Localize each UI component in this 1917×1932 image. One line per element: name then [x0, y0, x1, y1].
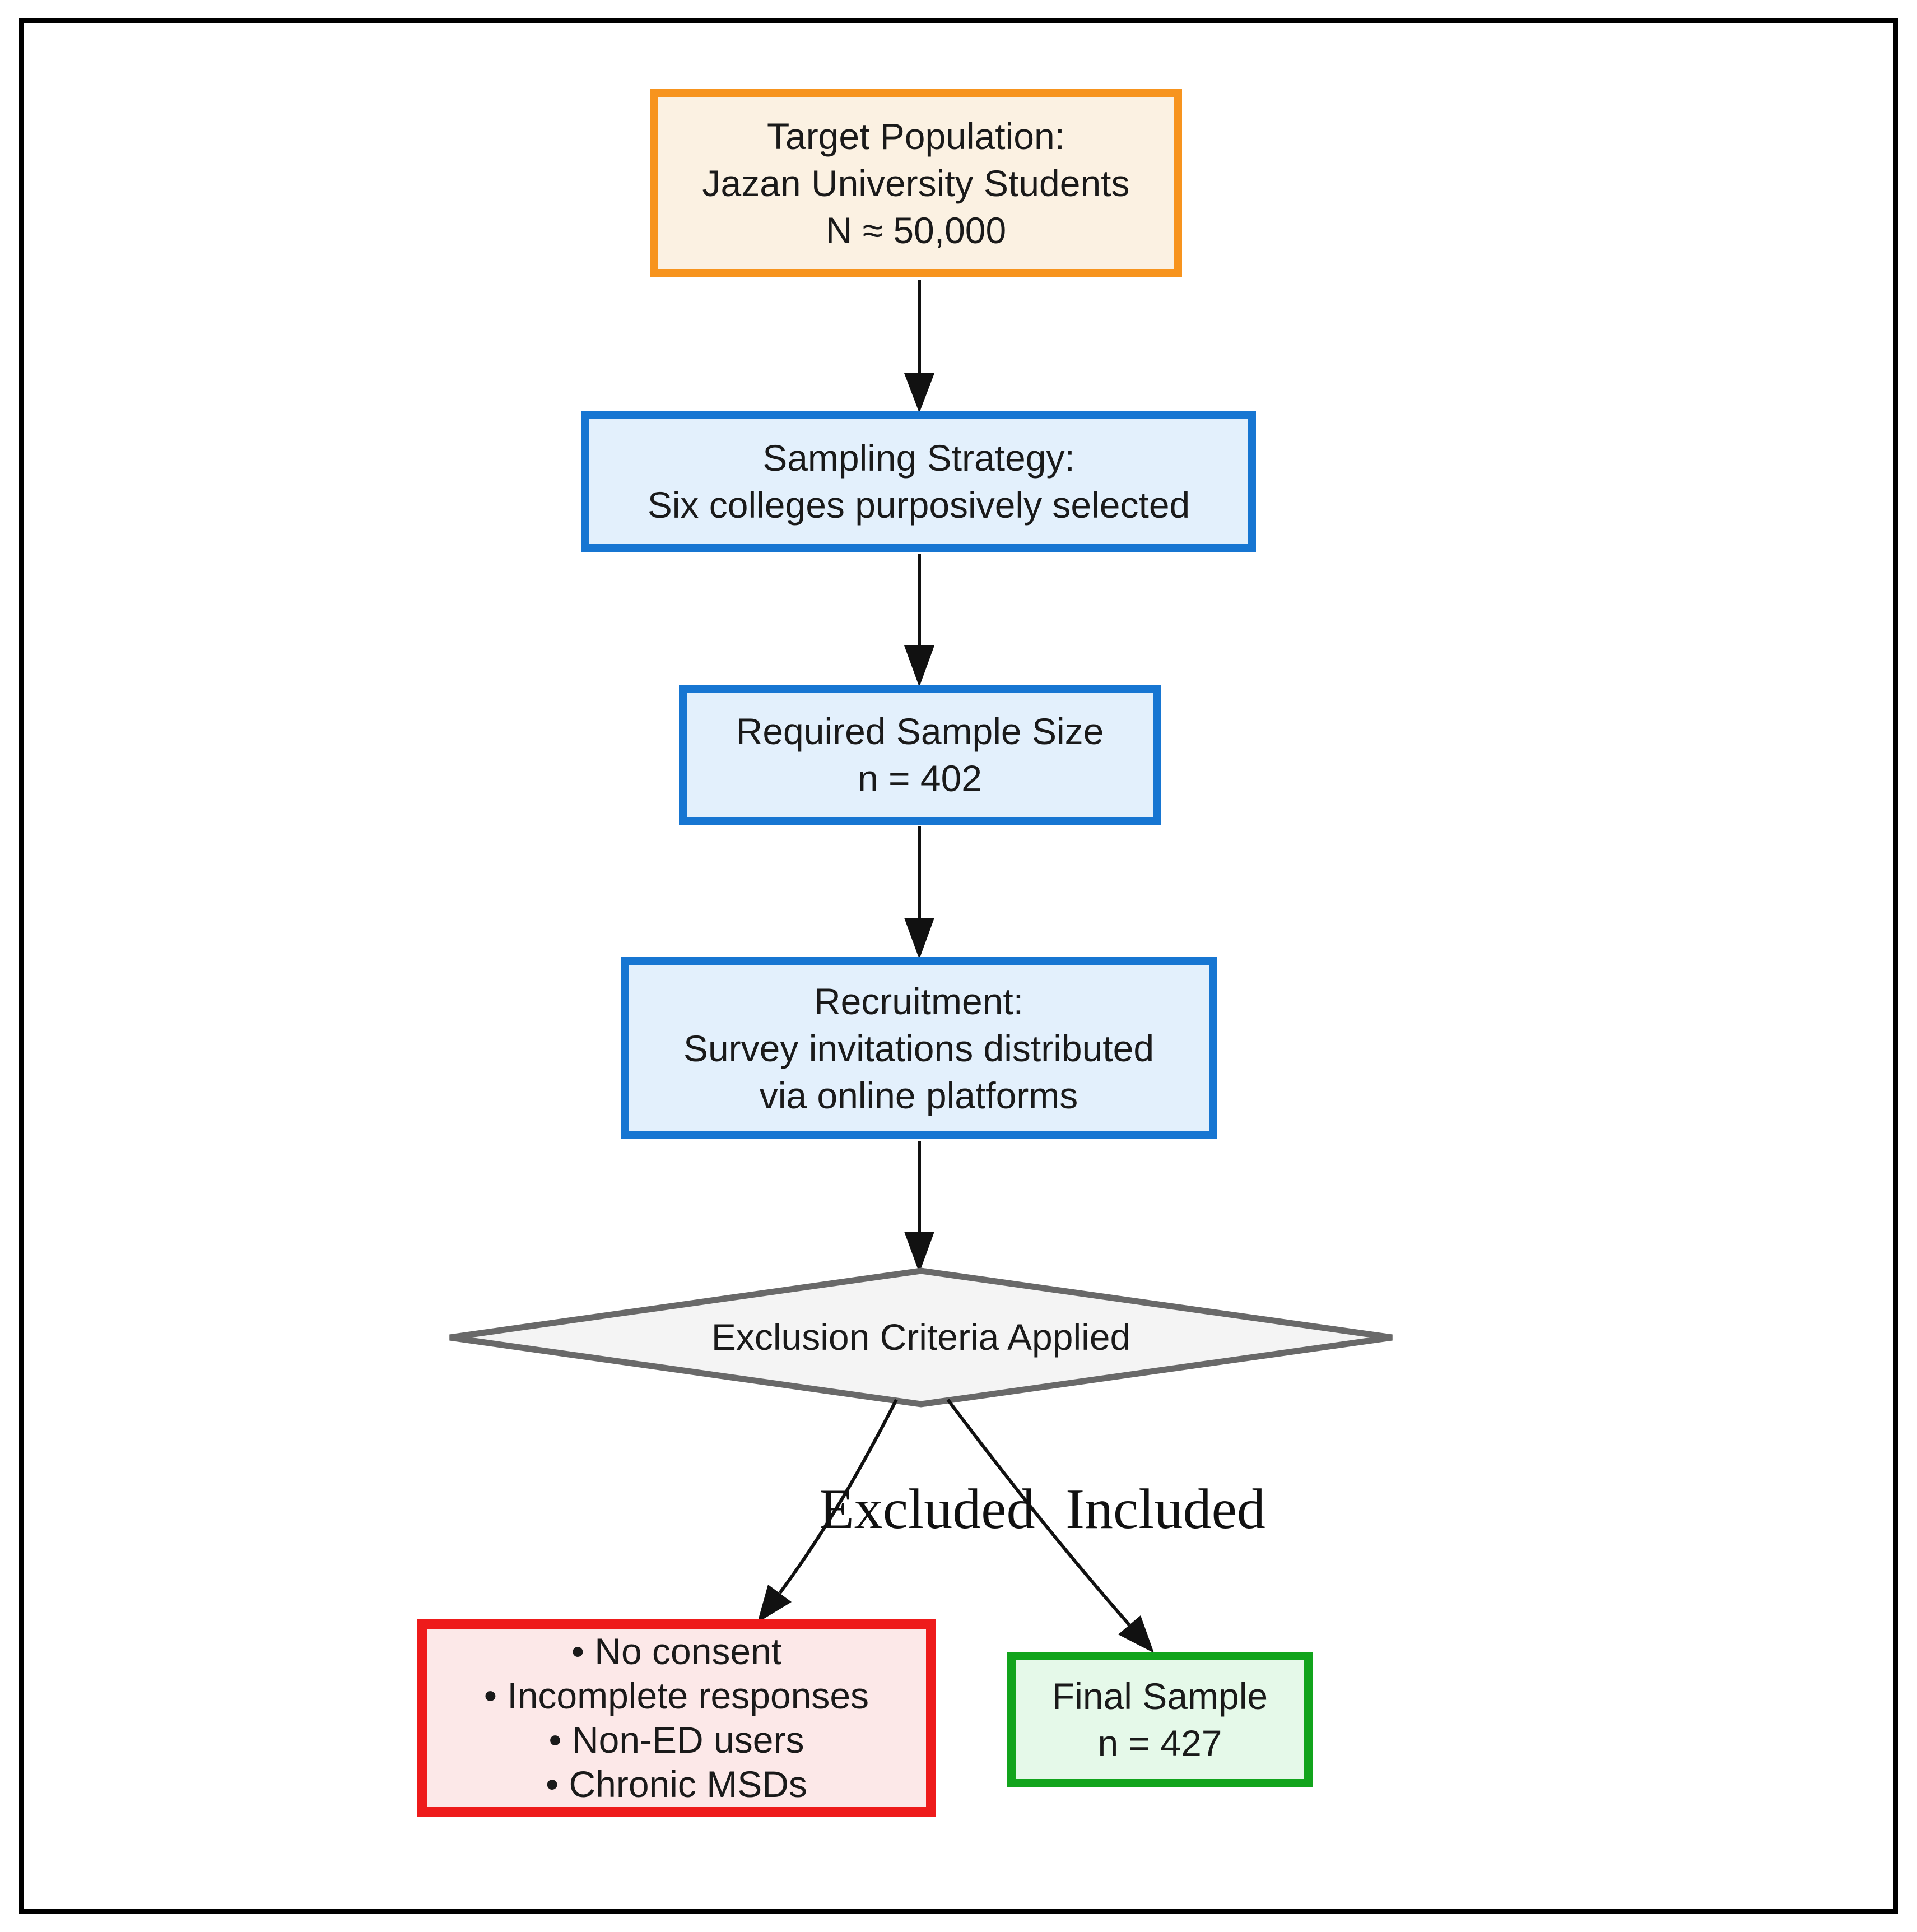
arrowhead-icon [904, 373, 934, 413]
node-line: Recruitment: [813, 980, 1024, 1022]
edge-label-included: Included [1065, 1478, 1265, 1541]
excluded-reason-item: • Chronic MSDs [546, 1763, 807, 1805]
arrow-target-to-sampling [904, 280, 934, 413]
excluded-reason-item: • No consent [571, 1631, 782, 1672]
exclusion-decision-label: Exclusion Criteria Applied [711, 1316, 1131, 1358]
node-line: N ≈ 50,000 [825, 209, 1007, 251]
arrowhead-icon [1118, 1615, 1154, 1653]
arrow-sampling-to-required [904, 554, 934, 687]
excluded-reason-item: • Non-ED users [548, 1719, 804, 1761]
node-line: n = 402 [857, 758, 983, 799]
arrowhead-icon [904, 918, 934, 959]
node-required-sample-size: Required Sample Size n = 402 [679, 685, 1161, 825]
arrow-decision-to-excluded [757, 1399, 898, 1623]
edge-label-excluded: Excluded [819, 1478, 1035, 1541]
arrow-decision-to-included [946, 1399, 1154, 1653]
node-sampling-strategy: Sampling Strategy: Six colleges purposiv… [581, 411, 1256, 552]
arrowhead-icon [757, 1585, 792, 1623]
node-line: Six colleges purposively selected [647, 484, 1190, 526]
node-final-sample: Final Sample n = 427 [1007, 1652, 1313, 1787]
node-recruitment: Recruitment: Survey invitations distribu… [621, 957, 1217, 1139]
exclusion-decision-diamond [449, 1267, 1393, 1408]
node-line: Survey invitations distributed [683, 1027, 1155, 1069]
node-line: n = 427 [1097, 1722, 1222, 1764]
arrow-required-to-recruitment [904, 826, 934, 959]
arrow-recruitment-to-decision [904, 1141, 934, 1273]
node-line: Final Sample [1051, 1675, 1268, 1717]
node-line: Target Population: [766, 115, 1065, 157]
node-target-population: Target Population: Jazan University Stud… [650, 89, 1182, 277]
node-excluded-reasons: • No consent • Incomplete responses • No… [417, 1619, 936, 1817]
arrowhead-icon [904, 1232, 934, 1273]
excluded-reason-item: • Incomplete responses [483, 1675, 869, 1716]
node-line: Jazan University Students [702, 162, 1130, 204]
node-line: Required Sample Size [736, 710, 1104, 752]
node-line: Sampling Strategy: [762, 437, 1075, 479]
figure-border-frame [19, 18, 1898, 1914]
arrowhead-icon [904, 645, 934, 687]
node-line: via online platforms [759, 1074, 1078, 1116]
